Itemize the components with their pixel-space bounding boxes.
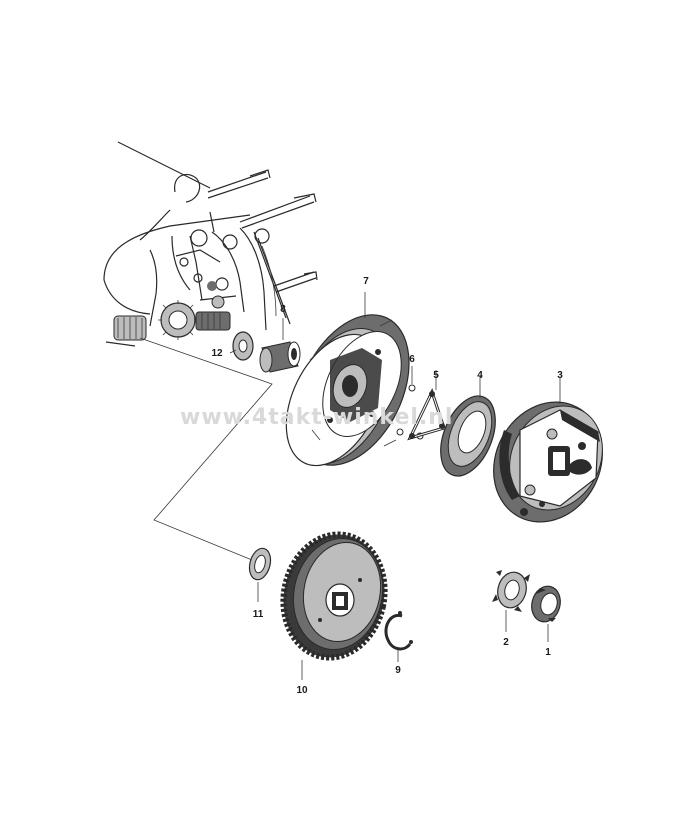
- callout-8: 8: [280, 304, 286, 315]
- part-11-washer: [248, 547, 272, 602]
- part-8-needle-bearing: [259, 318, 301, 373]
- part-9-circlip: [384, 611, 413, 662]
- part-5-ball-retainer: [407, 370, 446, 441]
- engine-crankcase: [103, 141, 318, 347]
- part-2-lock-washer: [492, 570, 530, 632]
- part-12-thrust-washer: [229, 331, 254, 361]
- part-3-clutch-shoe-assembly: [493, 378, 603, 523]
- assembly-leader-line: [139, 337, 273, 561]
- callout-10: 10: [296, 685, 308, 696]
- callout-12: 12: [211, 348, 223, 359]
- callout-3: 3: [557, 370, 563, 381]
- part-10-primary-driven-gear: [280, 531, 388, 680]
- callout-2: 2: [503, 637, 509, 648]
- callout-11: 11: [253, 609, 264, 620]
- callout-9: 9: [395, 665, 401, 676]
- callout-7: 7: [363, 276, 369, 287]
- callout-5: 5: [433, 370, 439, 381]
- part-7-clutch-drum: [285, 292, 410, 467]
- callout-4: 4: [477, 370, 483, 381]
- callout-6: 6: [409, 354, 415, 365]
- part-1-lock-nut: [531, 585, 561, 642]
- callout-1: 1: [545, 647, 551, 658]
- watermark-text: www.4takt-winkel.nl: [180, 405, 453, 430]
- part-4-friction-plate: [440, 376, 496, 477]
